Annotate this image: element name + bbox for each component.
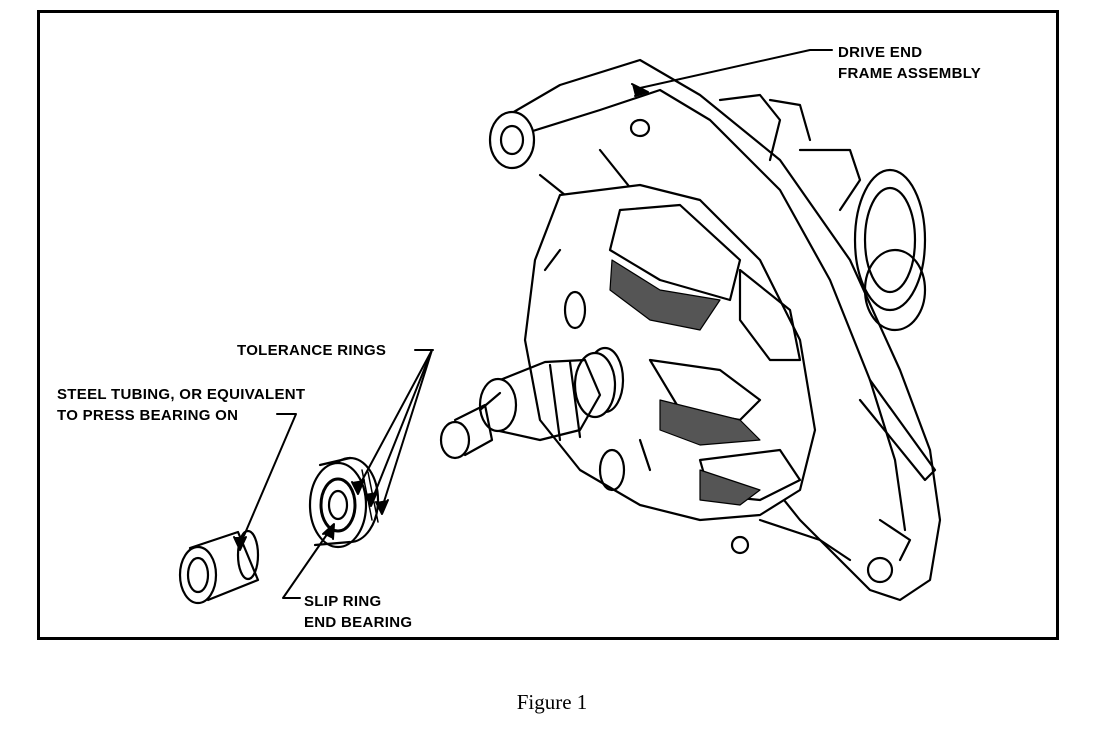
tolerance-rings-label: TOLERANCE RINGS	[237, 342, 387, 359]
rotor-assembly	[523, 183, 817, 522]
steel-tubing-label-line1: STEEL TUBING, OR EQUIVALENT	[57, 386, 306, 403]
steel-tubing	[178, 529, 260, 605]
steel-tubing-label-line2: TO PRESS BEARING ON	[57, 407, 239, 424]
slip-ring-label-line1: SLIP RING	[304, 593, 382, 610]
rotor-shaft	[439, 351, 617, 460]
slip-ring-label-line2: END BEARING	[304, 614, 413, 631]
drive-end-label-line1: DRIVE END	[838, 44, 923, 61]
figure-caption: Figure 1	[516, 690, 588, 714]
drive-end-label-line2: FRAME ASSEMBLY	[838, 65, 982, 82]
leader-lines	[233, 49, 833, 599]
